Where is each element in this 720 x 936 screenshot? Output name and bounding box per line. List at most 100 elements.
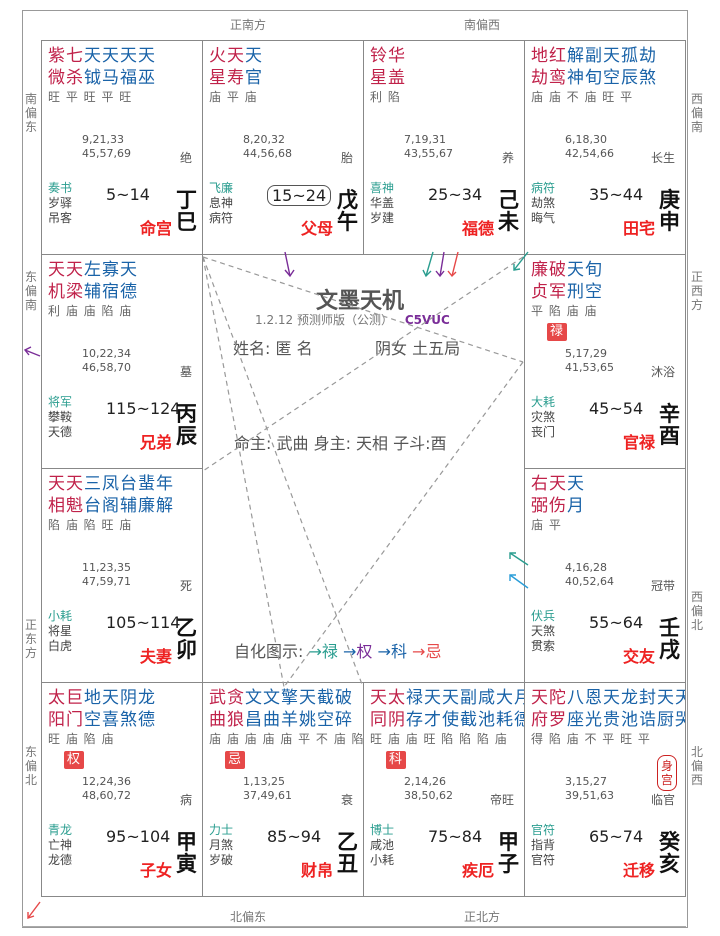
star[interactable]: 解神	[567, 46, 585, 88]
star[interactable]: 七杀	[66, 46, 84, 88]
star[interactable]: 武曲	[209, 688, 227, 730]
palace-hai[interactable]: 天府陀罗八座恩光天贵龙池封诰天厨天哭得 陷 庙 不 平 旺 平身宫3,15,27…	[524, 682, 686, 897]
palace-name[interactable]: 迁移	[622, 861, 655, 880]
star[interactable]: 封诰	[639, 688, 657, 730]
decade-range[interactable]: 55~64	[589, 613, 644, 632]
star[interactable]: 陀罗	[549, 688, 567, 730]
star[interactable]: 文曲	[263, 688, 281, 730]
star[interactable]: 天官	[245, 46, 263, 88]
star[interactable]: 寡宿	[102, 260, 120, 302]
star[interactable]: 红鸾	[549, 46, 567, 88]
palace-name[interactable]: 交友	[622, 647, 655, 666]
star[interactable]: 左辅	[84, 260, 102, 302]
decade-range[interactable]: 105~114	[106, 613, 181, 632]
star[interactable]: 禄存	[406, 688, 424, 730]
star[interactable]: 天机	[48, 260, 66, 302]
palace-name[interactable]: 疾厄	[461, 861, 494, 880]
star[interactable]: 破碎	[335, 688, 353, 730]
decade-range[interactable]: 75~84	[428, 827, 483, 846]
star[interactable]: 廉贞	[531, 260, 549, 302]
star[interactable]: 地空	[84, 688, 102, 730]
palace-name[interactable]: 田宅	[622, 219, 655, 238]
star[interactable]: 年解	[156, 474, 174, 516]
star[interactable]: 擎羊	[281, 688, 299, 730]
star[interactable]: 天梁	[66, 260, 84, 302]
star[interactable]: 天寿	[227, 46, 245, 88]
star[interactable]: 太阴	[388, 688, 406, 730]
star[interactable]: 劫煞	[639, 46, 657, 88]
star[interactable]: 天马	[102, 46, 120, 88]
decade-range[interactable]: 65~74	[589, 827, 644, 846]
star[interactable]: 文昌	[245, 688, 263, 730]
palace-name[interactable]: 子女	[139, 861, 172, 880]
star[interactable]: 天钺	[84, 46, 102, 88]
star[interactable]: 副旬	[585, 46, 603, 88]
star[interactable]: 咸池	[478, 688, 496, 730]
star[interactable]: 巨门	[66, 688, 84, 730]
palace-name[interactable]: 兄弟	[139, 433, 172, 452]
palace-name[interactable]: 夫妻	[139, 647, 172, 666]
star[interactable]: 八座	[567, 688, 585, 730]
star[interactable]: 华盖	[388, 46, 406, 88]
star[interactable]: 三台	[84, 474, 102, 516]
decade-range[interactable]: 35~44	[589, 185, 644, 204]
star[interactable]: 天空	[603, 46, 621, 88]
star[interactable]: 天伤	[549, 474, 567, 516]
star[interactable]: 月德	[514, 687, 524, 731]
star[interactable]: 天刑	[567, 260, 585, 302]
star[interactable]: 太阳	[48, 688, 66, 730]
decade-range[interactable]: 95~104	[106, 827, 171, 846]
star[interactable]: 截空	[317, 688, 335, 730]
palace-name[interactable]: 命宫	[139, 219, 172, 238]
decade-range[interactable]: 15~24	[267, 185, 332, 206]
star[interactable]: 凤阁	[102, 474, 120, 516]
star[interactable]: 龙德	[138, 688, 156, 730]
star[interactable]: 地劫	[531, 46, 549, 88]
decade-range[interactable]: 25~34	[428, 185, 483, 204]
star[interactable]: 铃星	[370, 46, 388, 88]
decade-range[interactable]: 5~14	[106, 185, 150, 204]
star[interactable]: 天姚	[299, 688, 317, 730]
star[interactable]: 大耗	[496, 688, 514, 730]
star[interactable]: 阴煞	[120, 688, 138, 730]
decade-range[interactable]: 45~54	[589, 399, 644, 418]
star[interactable]: 天魁	[66, 474, 84, 516]
star[interactable]: 火星	[209, 46, 227, 88]
star[interactable]: 天巫	[138, 46, 156, 88]
decade-range[interactable]: 85~94	[267, 827, 322, 846]
star[interactable]: 副截	[460, 688, 478, 730]
star[interactable]: 天喜	[102, 688, 120, 730]
star[interactable]: 天厨	[657, 688, 675, 730]
decade-range[interactable]: 115~124	[106, 399, 181, 418]
palace-zi[interactable]: 天同太阴禄存天才天使副截咸池大耗月德旺 庙 庙 旺 陷 陷 陷 庙科2,14,2…	[363, 682, 525, 897]
share-code[interactable]: C5VUC	[404, 313, 450, 327]
bottom-toolbar[interactable]	[22, 926, 686, 936]
star[interactable]: 蜚廉	[138, 474, 156, 516]
star[interactable]: 天福	[120, 46, 138, 88]
star[interactable]: 天府	[531, 688, 549, 730]
star[interactable]: 天哭	[675, 687, 685, 731]
star[interactable]: 天使	[442, 688, 460, 730]
palace-name[interactable]: 官禄	[622, 433, 655, 452]
star[interactable]: 恩光	[585, 688, 603, 730]
star[interactable]: 孤辰	[621, 46, 639, 88]
palace-name[interactable]: 财帛	[300, 861, 333, 880]
star[interactable]: 天才	[424, 688, 442, 730]
star[interactable]: 天相	[48, 474, 66, 516]
star[interactable]: 天月	[567, 474, 585, 516]
star[interactable]: 旬空	[585, 260, 603, 302]
palace-name[interactable]: 父母	[300, 219, 333, 238]
star[interactable]: 天同	[370, 688, 388, 730]
star[interactable]: 紫微	[48, 46, 66, 88]
star[interactable]: 龙池	[621, 688, 639, 730]
star[interactable]: 破军	[549, 260, 567, 302]
